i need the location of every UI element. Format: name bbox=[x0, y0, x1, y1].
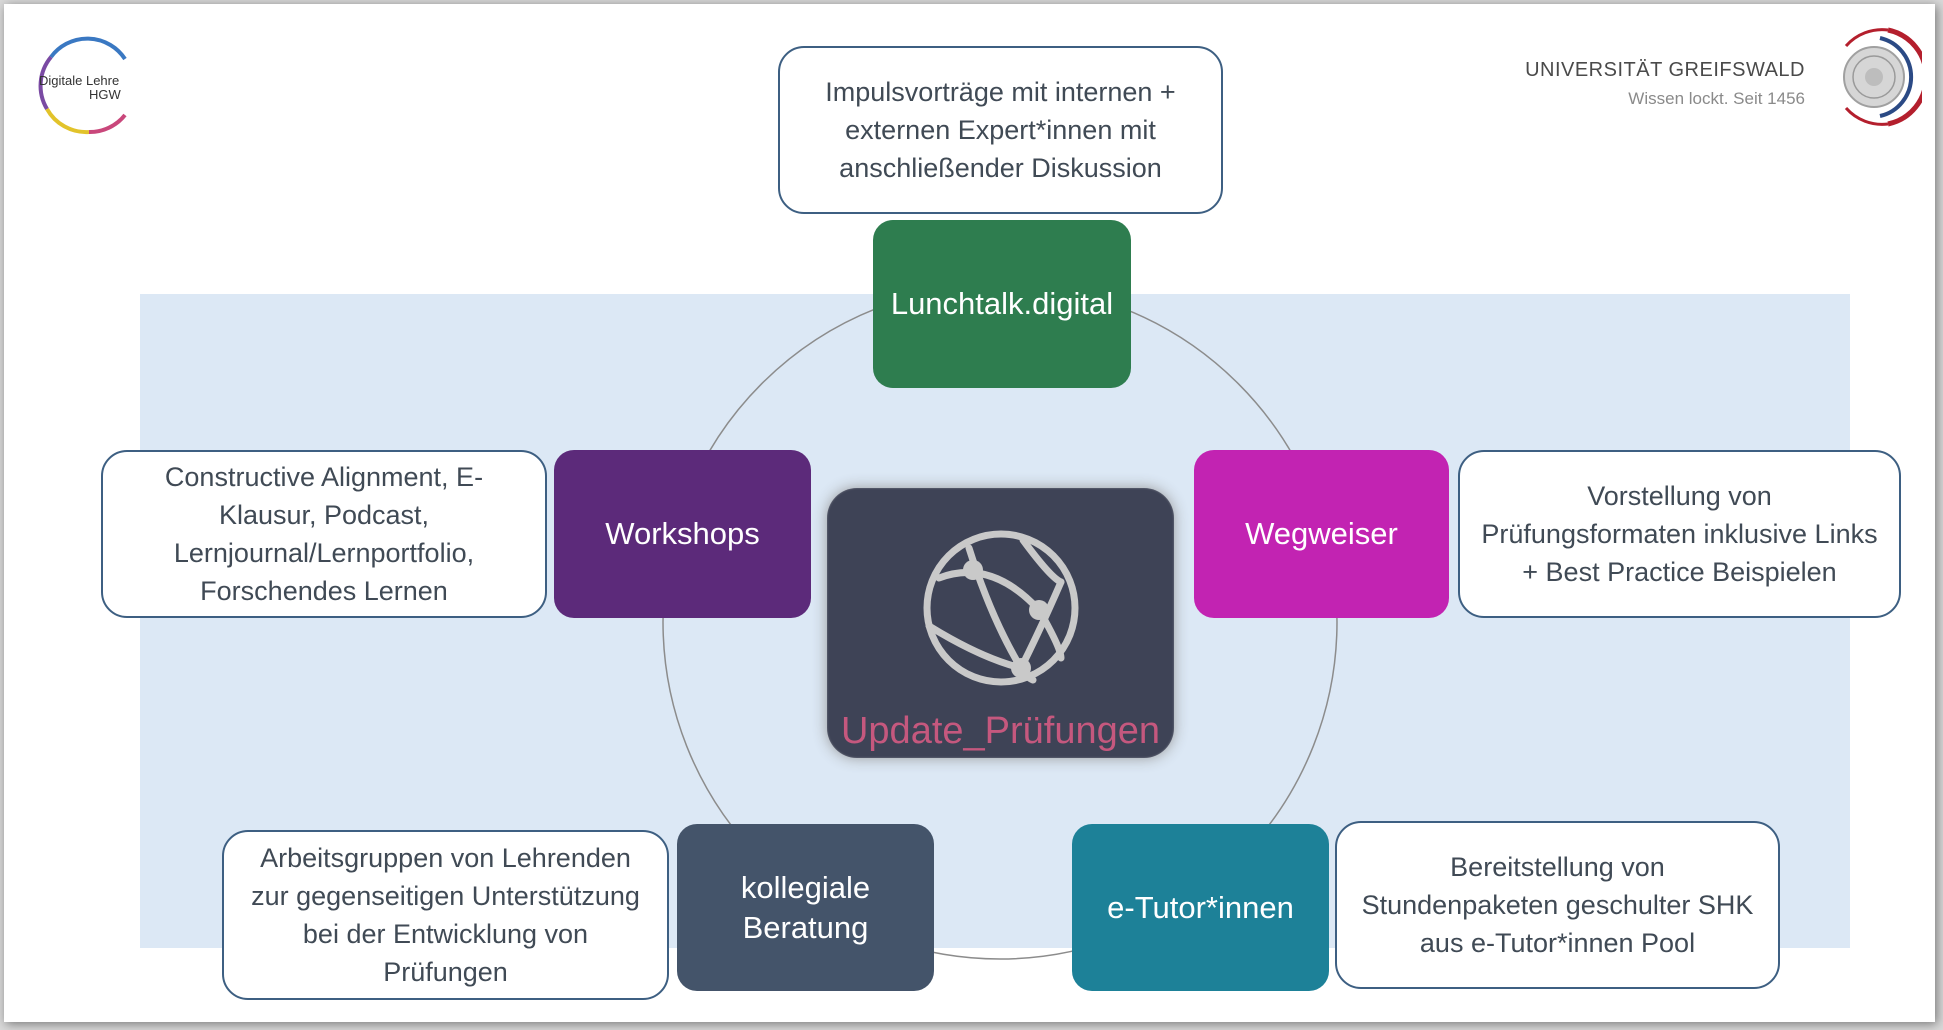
callout-kollegiale: Arbeitsgruppen von Lehrenden zur gegense… bbox=[222, 830, 669, 1000]
center-node: Update_Prüfungen bbox=[827, 488, 1174, 758]
university-seal-icon bbox=[1843, 27, 1922, 127]
slide: Digitale Lehre HGW UNIVERSITÄT GREIFSWAL… bbox=[4, 4, 1935, 1022]
university-name: UNIVERSITÄT GREIFSWALD bbox=[1525, 59, 1805, 81]
center-label: Update_Prüfungen bbox=[840, 710, 1161, 752]
university-tagline: Wissen lockt. Seit 1456 bbox=[1628, 89, 1805, 108]
callout-lunchtalk: Impulsvorträge mit internen + externen E… bbox=[778, 46, 1223, 214]
node-kollegiale: kollegiale Beratung bbox=[677, 824, 934, 991]
globe-network-icon bbox=[923, 530, 1078, 686]
logo-text-line1: Digitale Lehre bbox=[39, 73, 120, 88]
node-workshops: Workshops bbox=[554, 450, 811, 618]
node-lunchtalk: Lunchtalk.digital bbox=[873, 220, 1131, 388]
digitale-lehre-logo: Digitale Lehre HGW bbox=[29, 29, 147, 139]
callout-wegweiser: Vorstellung von Prüfungsformaten inklusi… bbox=[1458, 450, 1901, 618]
logo-text-line2: HGW bbox=[89, 87, 121, 102]
callout-etutor: Bereitstellung von Stundenpaketen geschu… bbox=[1335, 821, 1780, 989]
node-etutor: e-Tutor*innen bbox=[1072, 824, 1329, 991]
callout-workshops: Constructive Alignment, E-Klausur, Podca… bbox=[101, 450, 547, 618]
node-wegweiser: Wegweiser bbox=[1194, 450, 1449, 618]
logo-ring-icon bbox=[38, 36, 127, 135]
